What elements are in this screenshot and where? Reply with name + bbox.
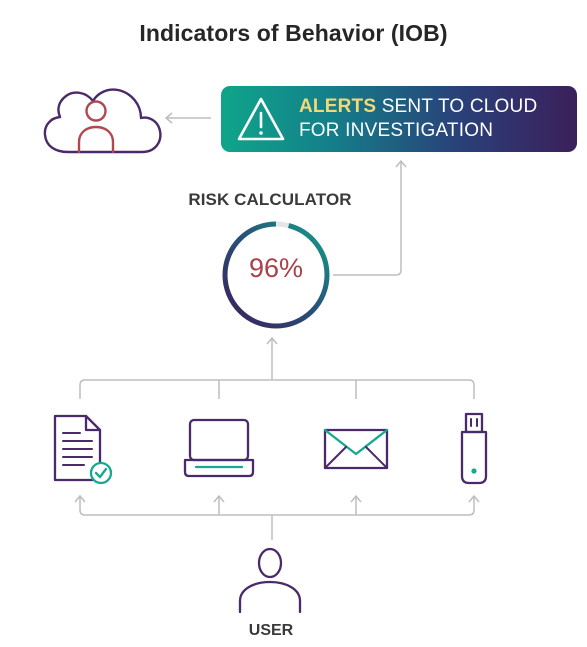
warning-triangle-icon [237,97,285,141]
document-check-icon [53,414,113,485]
arrow-to-cloud [164,112,211,124]
connector-gauge-to-banner [333,159,407,276]
connector-icons-to-gauge [79,336,475,399]
user-icon [238,547,302,614]
risk-value: 96% [248,253,304,283]
risk-calculator-label: RISK CALCULATOR [188,190,352,209]
diagram-title: Indicators of Behavior (IOB) [139,20,448,46]
usb-drive-icon [460,412,488,485]
alert-banner-text: ALERTS SENT TO CLOUD FOR INVESTIGATION [299,95,569,143]
connector-user-to-icons [74,494,480,540]
cloud-user-icon [43,88,162,154]
envelope-icon [323,428,389,470]
alert-banner: ALERTS SENT TO CLOUD FOR INVESTIGATION [221,86,577,152]
alert-line1-rest: SENT TO CLOUD [381,96,538,117]
alert-line2: FOR INVESTIGATION [299,120,494,141]
alert-highlight: ALERTS [299,96,377,117]
risk-gauge [222,221,330,329]
user-label: USER [248,622,294,639]
laptop-icon [183,418,255,478]
